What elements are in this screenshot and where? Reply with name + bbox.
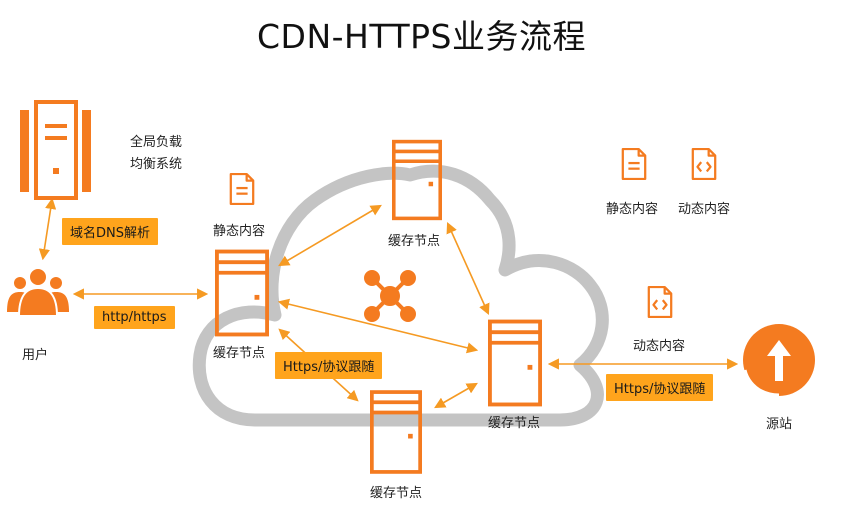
static-content-label: 静态内容	[213, 224, 266, 239]
gslb-server-icon	[20, 100, 91, 200]
cache-node-right-label: 缓存节点	[488, 416, 541, 431]
cache-node-bottom-server-icon	[370, 390, 422, 474]
dns-resolution-tag: 域名DNS解析	[62, 218, 158, 245]
legend-static-label: 静态内容	[606, 202, 659, 217]
gslb-label-line1: 全局负载	[130, 135, 183, 150]
legend-static-icon	[621, 147, 647, 181]
cache-node-top-server-icon	[392, 139, 442, 221]
user-group-icon	[7, 267, 69, 317]
user-label: 用户	[22, 348, 49, 363]
network-hub-icon	[364, 270, 416, 322]
arrow-bottom-right	[434, 382, 478, 409]
arrow-left-right	[277, 298, 479, 354]
cache-node-left-label: 缓存节点	[213, 346, 266, 361]
protocol-follow-tag-right: Https/协议跟随	[606, 374, 714, 401]
cache-node-bottom-label: 缓存节点	[370, 486, 423, 501]
arrow-gslb-user	[38, 197, 57, 261]
static-content-icon	[229, 172, 255, 206]
http-https-tag: http/https	[94, 306, 175, 329]
cache-node-right-server-icon	[488, 319, 542, 407]
page-title: CDN-HTTPS业务流程	[257, 17, 586, 56]
protocol-follow-tag-left: Https/协议跟随	[275, 352, 383, 379]
gslb-label-line2: 均衡系统	[130, 157, 183, 172]
arrow-top-right	[446, 221, 490, 316]
cloud-outline	[192, 164, 609, 427]
cache-node-top-label: 缓存节点	[388, 234, 441, 249]
origin-label: 源站	[766, 417, 793, 432]
legend-dynamic-icon	[691, 147, 717, 181]
arrow-left-top	[278, 204, 382, 267]
dynamic-content-label: 动态内容	[633, 339, 686, 354]
origin-icon	[743, 324, 815, 397]
legend-dynamic-label: 动态内容	[678, 202, 731, 217]
dynamic-content-icon	[647, 285, 673, 319]
